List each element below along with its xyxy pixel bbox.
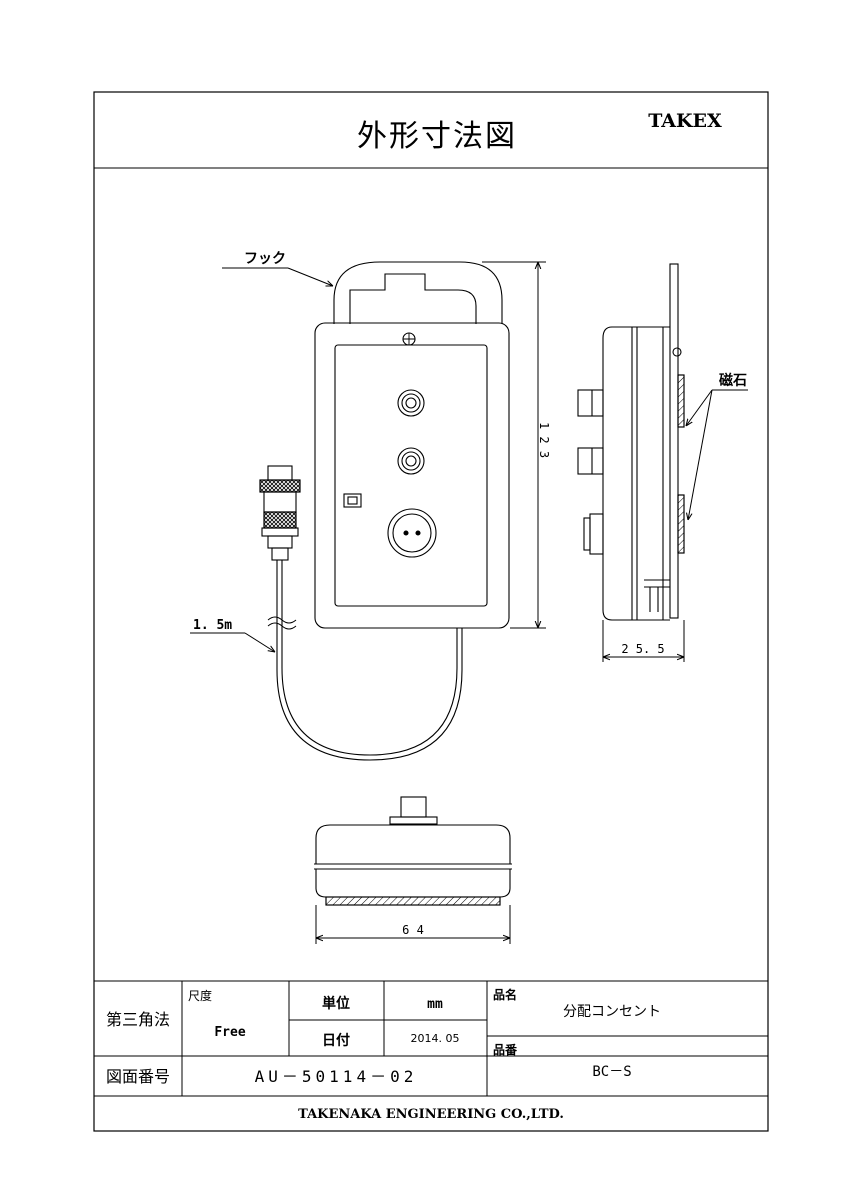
plug-knurl-top — [259, 479, 301, 493]
product-name-label: 品名 — [493, 987, 517, 1002]
side-view — [577, 263, 685, 621]
bottom-socket — [400, 796, 427, 818]
width-dimension — [315, 905, 511, 944]
bottom-magnet — [325, 896, 501, 906]
plug-cap — [267, 465, 293, 481]
hook-callout: フック — [222, 251, 333, 286]
brand-logo: TAKEX — [648, 110, 722, 132]
body-panel — [334, 344, 488, 607]
date-value: 2014. 05 — [411, 1032, 460, 1045]
scale-value: Free — [214, 1025, 245, 1040]
projection-label: 第三角法 — [106, 1010, 170, 1029]
depth-dimension — [602, 620, 685, 662]
cable-loop — [276, 560, 463, 761]
date-label: 日付 — [322, 1032, 350, 1049]
width-dimension-label: 6 4 — [402, 923, 424, 937]
drawing-no-value: AU－50114－02 — [255, 1067, 418, 1086]
hook-outline — [333, 261, 503, 324]
side-connector — [589, 513, 604, 555]
scale-label: 尺度 — [188, 988, 212, 1003]
product-name-value: 分配コンセント — [563, 1004, 661, 1020]
front-view — [259, 261, 510, 761]
title-block — [94, 980, 768, 1097]
magnet-callout — [686, 389, 748, 520]
hook-label: フック — [244, 251, 286, 267]
company-name: TAKENAKA ENGINEERING CO.,LTD. — [298, 1107, 564, 1122]
side-socket-lower — [577, 447, 604, 475]
cable-callout: 1. 5m — [190, 618, 275, 652]
drawing-title: 外形寸法図 — [357, 119, 517, 154]
hook-slot — [349, 273, 477, 324]
magnet-label: 磁石 — [719, 372, 747, 389]
magnet-lower — [677, 494, 685, 554]
side-socket-upper — [577, 389, 604, 417]
height-dimension — [482, 261, 546, 629]
body-outer — [314, 322, 510, 629]
sheet-border — [93, 91, 769, 1132]
socket-middle-icon — [397, 447, 425, 475]
part-no-value: BC－S — [592, 1064, 631, 1080]
socket-upper-icon — [397, 389, 425, 417]
unit-label: 単位 — [322, 995, 350, 1012]
indicator-led-icon — [343, 493, 362, 508]
cable-length-label: 1. 5m — [193, 618, 232, 633]
part-no-label: 品番 — [493, 1042, 518, 1057]
unit-value: mm — [427, 997, 443, 1012]
bottom-view — [314, 796, 512, 906]
depth-dimension-label: 2 5. 5 — [621, 642, 664, 656]
magnet-upper — [677, 374, 685, 428]
bottom-body — [315, 824, 511, 864]
round-connector-icon — [387, 508, 437, 558]
plug-knurl-bottom — [263, 511, 297, 529]
height-dimension-label: 1 2 3 — [537, 422, 551, 458]
drawing-no-label: 図面番号 — [106, 1067, 170, 1086]
hook-plate — [669, 263, 679, 619]
